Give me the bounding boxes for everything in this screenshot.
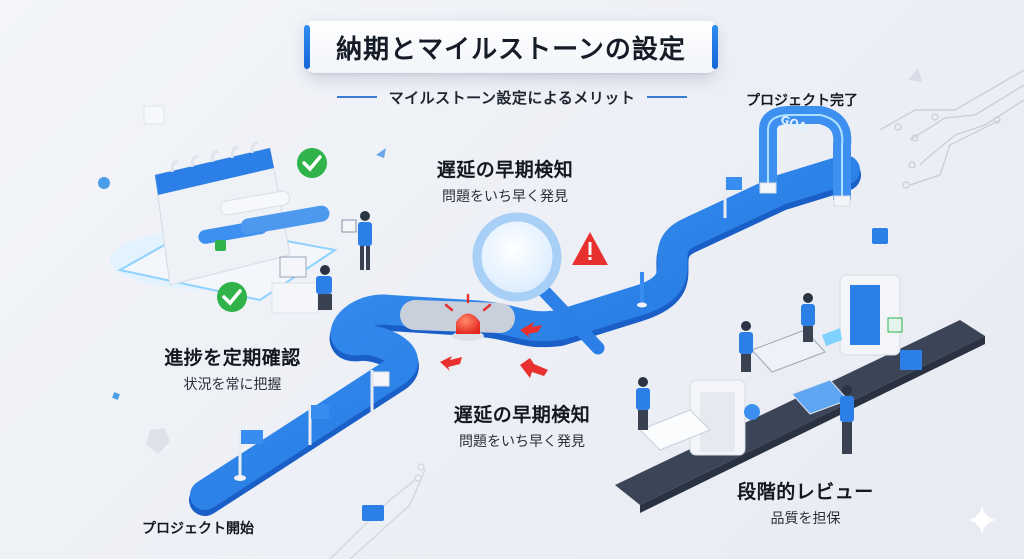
calendar-illustration bbox=[110, 141, 338, 302]
milestone-flag bbox=[370, 370, 390, 415]
benefit-title: 段階的レビュー bbox=[737, 481, 874, 503]
milestone-flag bbox=[234, 430, 263, 481]
benefit-description: 品質を担保 bbox=[770, 511, 841, 527]
triangle-decoration bbox=[376, 148, 386, 158]
reviewer-person bbox=[840, 385, 854, 454]
benefit-title: 遅延の早期検知 bbox=[453, 404, 591, 426]
project-start-label: プロジェクト開始 bbox=[142, 521, 254, 537]
benefit-early-detection-bottom: 遅延の早期検知 問題をいち早く発見 bbox=[432, 400, 612, 451]
circuit-lines-bottom-decoration bbox=[329, 463, 426, 559]
pyramid-decoration bbox=[908, 68, 922, 82]
project-complete-label: プロジェクト完了 bbox=[746, 93, 858, 109]
siren-icon bbox=[444, 293, 492, 341]
person-with-tablet bbox=[341, 211, 372, 270]
check-icon bbox=[297, 148, 327, 178]
benefit-review: 段階的レビュー 品質を担保 bbox=[718, 477, 893, 528]
subtitle-rule-left bbox=[336, 96, 377, 98]
benefit-title: 遅延の早期検知 bbox=[436, 159, 574, 181]
sparkle-decoration bbox=[968, 506, 996, 534]
reviewer-person bbox=[801, 293, 815, 342]
page-subtitle: マイルストーン設定によるメリット bbox=[388, 88, 636, 107]
benefit-progress: 進捗を定期確認 状況を常に把握 bbox=[150, 343, 315, 394]
magnifier-icon bbox=[472, 212, 605, 355]
benefit-description: 問題をいち早く発見 bbox=[442, 189, 568, 205]
warning-icon bbox=[572, 232, 608, 265]
circuit-lines-decoration bbox=[879, 69, 1024, 189]
cube-blue-decoration bbox=[872, 228, 888, 244]
reviewer-person bbox=[739, 321, 753, 372]
cube-blue-bottom-decoration bbox=[362, 505, 384, 521]
subtitle-bar: マイルストーン設定によるメリット bbox=[305, 84, 719, 110]
person-at-desk bbox=[271, 256, 332, 314]
milestone-flag bbox=[723, 175, 742, 218]
title-banner: 納期とマイルストーンの設定 bbox=[304, 21, 718, 73]
milestone-road bbox=[189, 155, 861, 516]
gem-decoration bbox=[146, 428, 170, 454]
sphere-decoration bbox=[98, 177, 110, 189]
alert-arrow-icon bbox=[440, 322, 548, 378]
page-title: 納期とマイルストーンの設定 bbox=[336, 34, 686, 65]
reviewer-person bbox=[636, 377, 650, 430]
milestone-flag bbox=[308, 405, 329, 445]
check-icon bbox=[217, 282, 247, 312]
benefit-title: 進捗を定期確認 bbox=[164, 347, 301, 369]
review-conveyor bbox=[615, 274, 985, 513]
subtitle-rule-right bbox=[647, 96, 688, 98]
benefit-early-detection-top: 遅延の早期検知 問題をいち早く発見 bbox=[415, 155, 595, 206]
goal-arch bbox=[759, 106, 852, 207]
benefit-description: 状況を常に把握 bbox=[183, 377, 282, 393]
milestone-pole bbox=[637, 272, 647, 308]
cube-small-decoration bbox=[112, 392, 120, 400]
cube-decoration bbox=[143, 105, 165, 125]
benefit-description: 問題をいち早く発見 bbox=[459, 434, 585, 450]
